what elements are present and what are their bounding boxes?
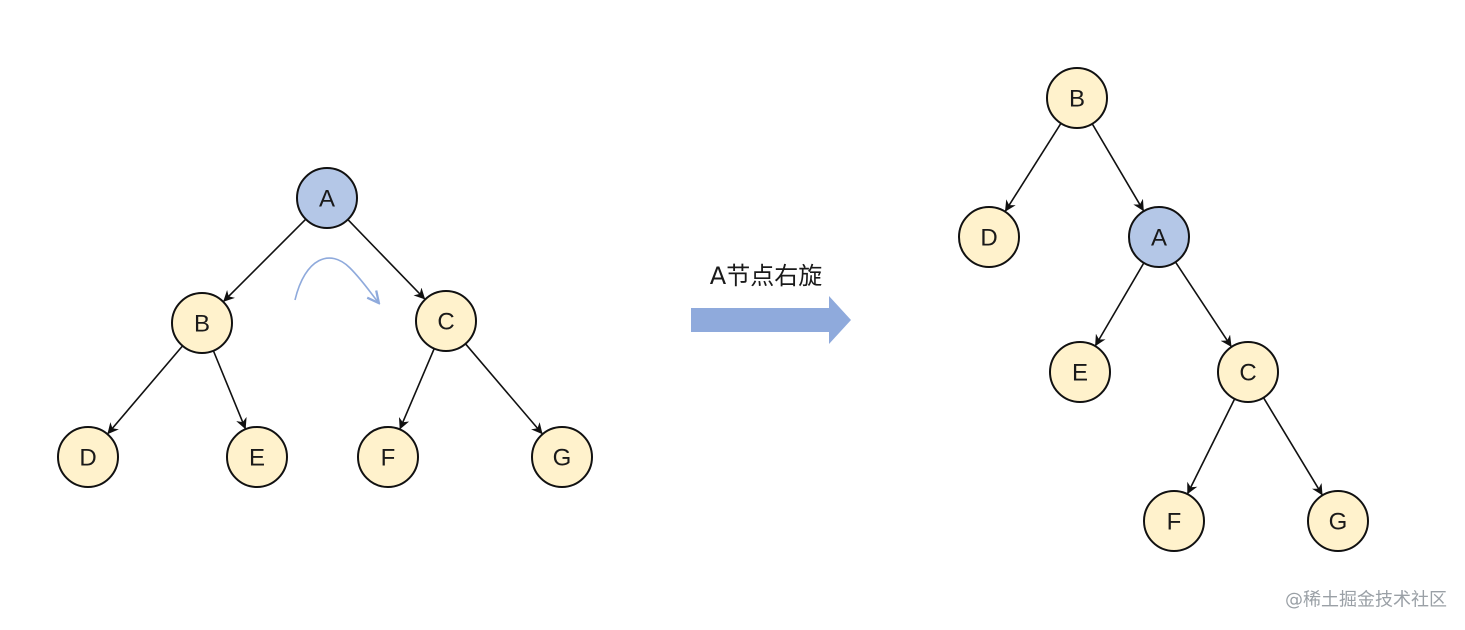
before-tree: A B C D E F G bbox=[57, 167, 593, 488]
before-node-a-circle bbox=[296, 167, 358, 229]
after-tree-edges bbox=[1004, 122, 1323, 496]
after-node-f: F bbox=[1143, 490, 1205, 552]
after-node-a: A bbox=[1128, 206, 1190, 268]
before-node-f-circle bbox=[357, 426, 419, 488]
before-edge-c-g bbox=[464, 343, 543, 435]
after-node-e-circle bbox=[1049, 341, 1111, 403]
after-node-d: D bbox=[958, 206, 1020, 268]
after-edge-a-e bbox=[1094, 262, 1145, 347]
before-tree-nodes: A B C D E F G bbox=[57, 167, 593, 488]
after-node-g-label: G bbox=[1329, 509, 1348, 536]
after-node-b: B bbox=[1046, 67, 1108, 129]
before-node-g-label: G bbox=[553, 445, 572, 472]
before-node-c-circle bbox=[415, 290, 477, 352]
before-node-c: C bbox=[415, 290, 477, 352]
after-edge-b-a bbox=[1091, 123, 1144, 212]
after-node-d-label: D bbox=[980, 225, 997, 252]
before-node-d-circle bbox=[57, 426, 119, 488]
transform-arrow bbox=[691, 296, 851, 344]
watermark: @稀土掘金技术社区 bbox=[1285, 590, 1447, 611]
before-node-e: E bbox=[226, 426, 288, 488]
after-node-c: C bbox=[1217, 341, 1279, 403]
after-edge-c-g bbox=[1262, 397, 1323, 496]
after-edge-b-d bbox=[1004, 122, 1062, 212]
after-node-g: G bbox=[1307, 490, 1369, 552]
before-node-c-label: C bbox=[437, 309, 454, 336]
before-node-e-label: E bbox=[249, 445, 265, 472]
before-node-d-label: D bbox=[79, 445, 96, 472]
before-tree-edges bbox=[107, 218, 543, 435]
after-node-f-label: F bbox=[1167, 509, 1182, 536]
after-node-d-circle bbox=[958, 206, 1020, 268]
before-node-d: D bbox=[57, 426, 119, 488]
before-edge-b-d bbox=[107, 345, 184, 435]
before-node-f-label: F bbox=[381, 445, 396, 472]
before-node-g-circle bbox=[531, 426, 593, 488]
after-node-f-circle bbox=[1143, 490, 1205, 552]
before-node-b-label: B bbox=[194, 311, 210, 338]
after-node-g-circle bbox=[1307, 490, 1369, 552]
after-tree-nodes: B D A E C F G bbox=[958, 67, 1369, 552]
before-node-f: F bbox=[357, 426, 419, 488]
before-node-b-circle bbox=[171, 292, 233, 354]
before-edge-b-e bbox=[212, 350, 247, 430]
after-node-c-circle bbox=[1217, 341, 1279, 403]
after-edge-a-c bbox=[1174, 261, 1232, 348]
after-node-e-label: E bbox=[1072, 360, 1088, 387]
before-node-g: G bbox=[531, 426, 593, 488]
rotation-hint-arrow bbox=[294, 257, 378, 302]
operation-label: A节点右旋 bbox=[710, 262, 822, 290]
after-tree: B D A E C F G bbox=[958, 67, 1369, 552]
before-edge-a-b bbox=[223, 218, 307, 302]
before-node-a: A bbox=[296, 167, 358, 229]
before-edge-a-c bbox=[347, 219, 426, 300]
after-node-a-circle bbox=[1128, 206, 1190, 268]
after-node-b-circle bbox=[1046, 67, 1108, 129]
before-node-e-circle bbox=[226, 426, 288, 488]
before-node-a-label: A bbox=[319, 186, 335, 213]
after-edge-c-f bbox=[1187, 398, 1236, 495]
after-node-c-label: C bbox=[1239, 360, 1256, 387]
after-node-e: E bbox=[1049, 341, 1111, 403]
after-node-a-label: A bbox=[1151, 225, 1167, 252]
before-node-b: B bbox=[171, 292, 233, 354]
before-edge-c-f bbox=[398, 348, 435, 430]
after-node-b-label: B bbox=[1069, 86, 1085, 113]
